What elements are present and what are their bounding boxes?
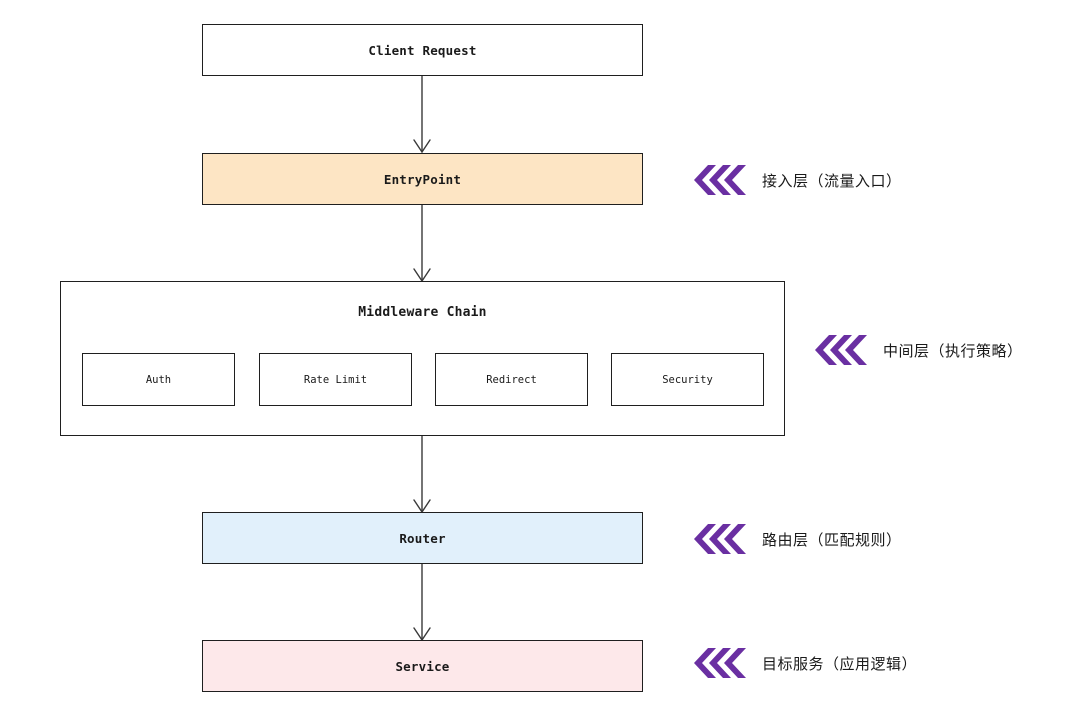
entrypoint-label: EntryPoint [383, 171, 462, 187]
layer-label-entry: 接入层（流量入口） [692, 160, 902, 200]
router-box: Router [202, 512, 643, 564]
router-label: Router [399, 530, 446, 546]
middleware-redirect-label: Redirect [486, 373, 537, 386]
middleware-auth-label: Auth [145, 373, 172, 386]
middleware-rate-limit-label: Rate Limit [303, 373, 368, 386]
entrypoint-box: EntryPoint [202, 153, 643, 205]
middleware-redirect: Redirect [435, 353, 588, 406]
layer-label-router-text: 路由层（匹配规则） [762, 530, 902, 549]
client-request-box: Client Request [202, 24, 643, 76]
service-box: Service [202, 640, 643, 692]
layer-label-entry-text: 接入层（流量入口） [762, 171, 902, 190]
service-label: Service [395, 658, 450, 674]
layer-label-middleware: 中间层（执行策略） [813, 330, 1023, 370]
layer-label-service-text: 目标服务（应用逻辑） [762, 654, 918, 673]
client-request-label: Client Request [368, 42, 477, 58]
layer-label-service: 目标服务（应用逻辑） [692, 643, 917, 683]
middleware-auth: Auth [82, 353, 235, 406]
middleware-chain-title: Middleware Chain [358, 305, 487, 320]
layer-label-middleware-text: 中间层（执行策略） [883, 341, 1023, 360]
triple-chevron-left-icon [694, 648, 746, 678]
middleware-security: Security [611, 353, 764, 406]
triple-chevron-left-icon [815, 335, 867, 365]
middleware-security-label: Security [662, 373, 713, 386]
triple-chevron-left-icon [694, 524, 746, 554]
triple-chevron-left-icon [694, 165, 746, 195]
middleware-rate-limit: Rate Limit [259, 353, 412, 406]
layer-label-router: 路由层（匹配规则） [692, 519, 902, 559]
